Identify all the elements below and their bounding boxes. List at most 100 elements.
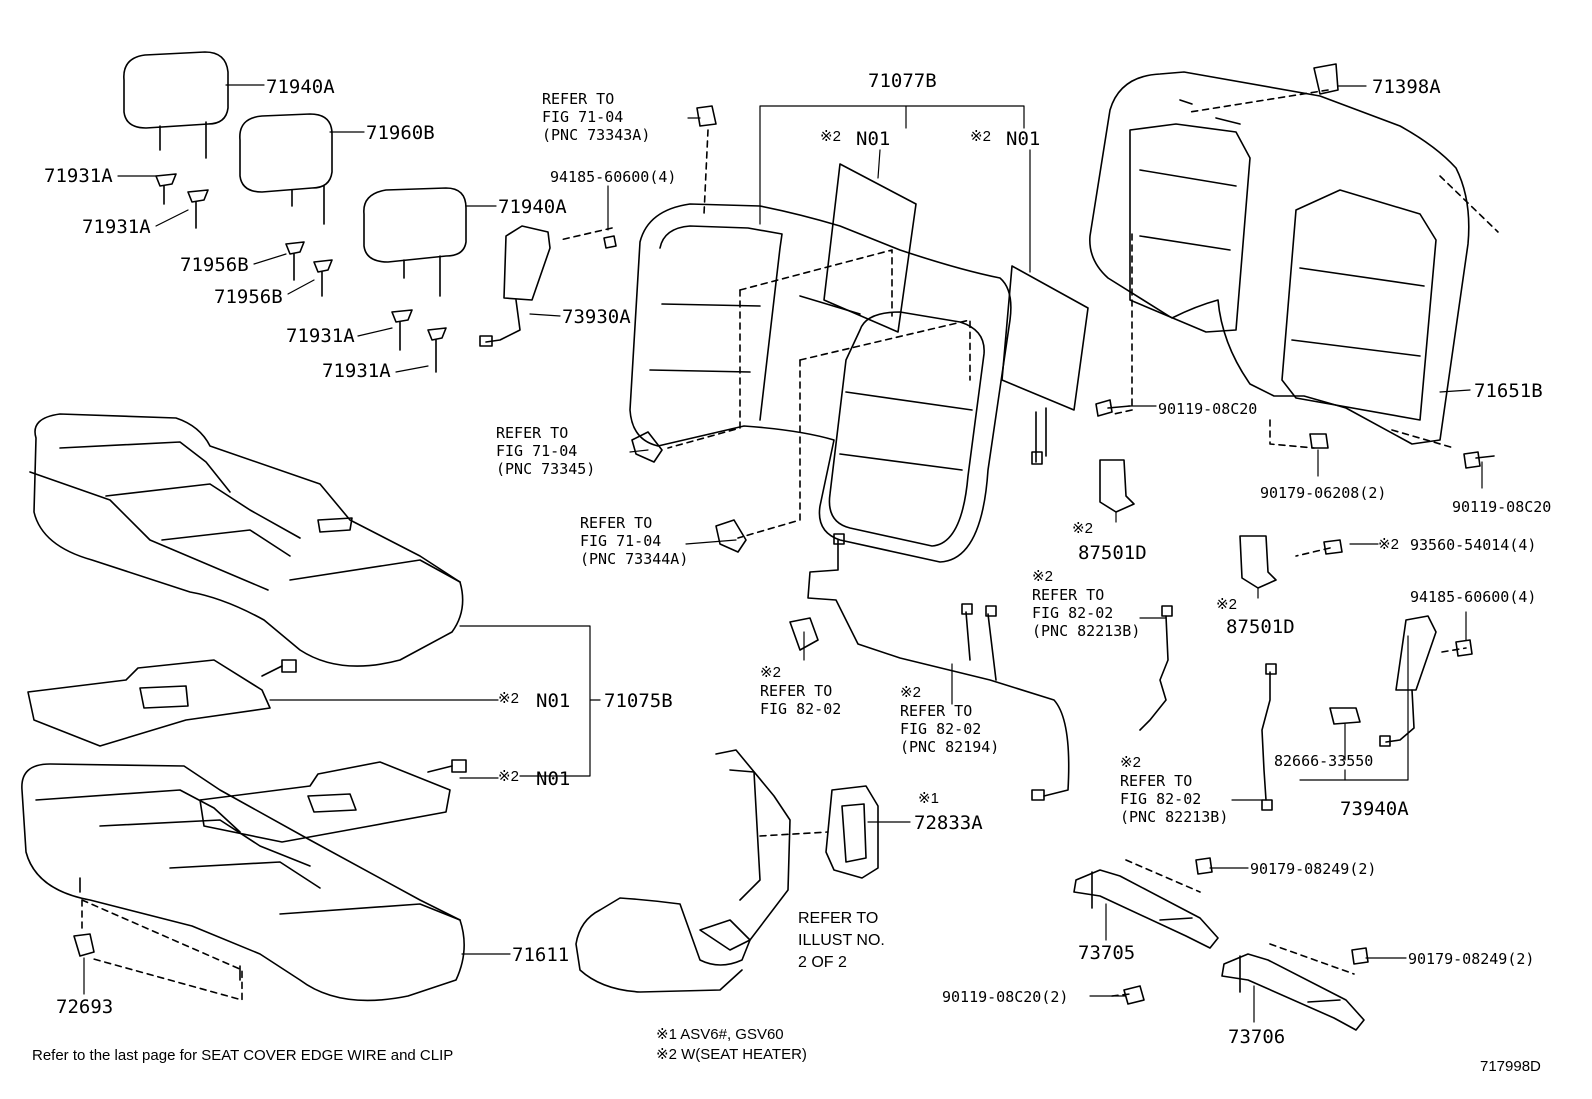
refer-to-fig-71-04-b: REFER TO FIG 71-04 (PNC 73345) (496, 424, 595, 478)
part-73706-label: 73706 (1228, 1026, 1286, 1048)
note-mark-2: ※2 (1216, 596, 1237, 613)
dashed-cushion-line (81, 899, 243, 1001)
bolt-nut-icons (1095, 399, 1495, 1005)
part-94185-60600-label: 94185-60600(4) (550, 168, 677, 186)
part-90119-08c20-label: 90119-08C20 (1452, 498, 1552, 516)
part-82666-33550-label: 82666-33550 (1274, 752, 1374, 770)
part-n01-label: N01 (536, 768, 571, 790)
refer-line: (PNC 73344A) (580, 550, 689, 568)
refer-line: (PNC 73345) (496, 460, 596, 478)
part-90179-06208-label: 90179-06208(2) (1260, 484, 1387, 502)
refer-line: REFER TO (496, 424, 569, 442)
side-airbag-73930a-icon (479, 105, 717, 347)
heater-n01-cushion-icons (27, 659, 467, 843)
part-94185-60600-label: 94185-60600(4) (1410, 588, 1537, 606)
heater-n01-back-icons (823, 163, 1089, 465)
part-90179-08249-label: 90179-08249(2) (1250, 860, 1377, 878)
refer-line: REFER TO (760, 682, 833, 700)
part-71940a-label: 71940A (266, 76, 335, 98)
part-71398a-label: 71398A (1372, 76, 1441, 98)
part-73705-label: 73705 (1078, 942, 1136, 964)
note-mark-1: ※1 (918, 790, 939, 807)
part-n01-label: N01 (856, 128, 891, 150)
note-mark-2: ※2 (1032, 568, 1053, 585)
part-71956b-label: 71956B (180, 254, 249, 276)
refer-to-fig-82-02-b: ※2 REFER TO FIG 82-02 (PNC 82194) (900, 684, 999, 756)
refer-line: REFER TO (1120, 772, 1193, 790)
part-71651b-label: 71651B (1474, 380, 1543, 402)
leader-lines (83, 84, 1483, 1023)
part-71960b-label: 71960B (366, 122, 435, 144)
dashed-track-line (1111, 859, 1355, 997)
refer-to-fig-82-02-a: ※2 REFER TO FIG 82-02 (760, 664, 841, 718)
part-71931a-label: 71931A (286, 325, 355, 347)
part-73930a-label: 73930A (562, 306, 631, 328)
refer-to-fig-71-04-c: REFER TO FIG 71-04 (PNC 73344A) (580, 514, 688, 568)
part-73940a-label: 73940A (1340, 798, 1409, 820)
seat-track-73706-icon (1221, 953, 1365, 1031)
part-90179-08249-label: 90179-08249(2) (1408, 950, 1535, 968)
legend-note-1: ※1 ASV6#, GSV60 (656, 1026, 784, 1043)
seat-cushion-71075b-icon (29, 413, 464, 667)
part-87501d-label: 87501D (1078, 542, 1147, 564)
part-72693-label: 72693 (56, 996, 114, 1018)
refer-line: FIG 71-04 (542, 108, 624, 126)
refer-line: (PNC 82213B) (1032, 622, 1141, 640)
part-71075b-label: 71075B (604, 690, 673, 712)
refer-line: REFER TO (580, 514, 653, 532)
refer-to-illust-2-of-2: REFER TO ILLUST NO. 2 OF 2 (798, 908, 885, 974)
refer-line: FIG 71-04 (580, 532, 662, 550)
armrest-cover-72833a-icon (825, 785, 879, 879)
legend-note-2: ※2 W(SEAT HEATER) (656, 1046, 807, 1063)
seat-cushion-frame-71611-icon (21, 763, 465, 1002)
refer-line: ILLUST NO. (798, 932, 885, 949)
refer-line: (PNC 82194) (900, 738, 1000, 756)
refer-to-fig-82-02-d: ※2 REFER TO FIG 82-02 (PNC 82213B) (1120, 754, 1228, 826)
part-90119-08c20-label: 90119-08C20 (1158, 400, 1258, 418)
part-71956b-label: 71956B (214, 286, 283, 308)
seatback-frame-71651b-icon (1089, 63, 1470, 445)
headrest-71940a-mid-icon (363, 187, 467, 297)
footer-note: Refer to the last page for SEAT COVER ED… (32, 1047, 454, 1064)
headrest-support-icons (155, 173, 447, 373)
note-mark-2: ※2 (760, 664, 781, 681)
armrest-icon (575, 749, 791, 993)
part-71931a-label: 71931A (82, 216, 151, 238)
part-93560-54014-label: 93560-54014(4) (1410, 536, 1537, 554)
headrest-71960b-icon (239, 113, 333, 225)
refer-line: FIG 82-02 (1032, 604, 1114, 622)
refer-to-fig-82-02-c: ※2 REFER TO FIG 82-02 (PNC 82213B) (1032, 568, 1140, 640)
refer-line: REFER TO (798, 910, 879, 927)
headrest-71940a-top-icon (123, 51, 229, 159)
refer-line: FIG 82-02 (900, 720, 982, 738)
note-mark-2: ※2 (820, 128, 841, 145)
note-mark-2: ※2 (498, 768, 519, 785)
refer-to-fig-71-04-a: REFER TO FIG 71-04 (PNC 73343A) (542, 90, 650, 144)
note-mark-2: ※2 (1120, 754, 1141, 771)
part-90119-08c20-label: 90119-08C20(2) (942, 988, 1069, 1006)
note-mark-2: ※2 (498, 690, 519, 707)
part-n01-label: N01 (536, 690, 571, 712)
refer-line: 2 OF 2 (798, 954, 847, 971)
part-71931a-label: 71931A (322, 360, 391, 382)
part-71077b-label: 71077B (868, 70, 937, 92)
wire-harness-icons (789, 533, 1277, 811)
heater-controller-87501d-icons (1099, 459, 1277, 589)
side-airbag-73940a-icon (1329, 615, 1437, 747)
part-71931a-label: 71931A (44, 165, 113, 187)
refer-line: (PNC 73343A) (542, 126, 651, 144)
note-mark-2: ※2 (900, 684, 921, 701)
note-mark-2: ※2 (970, 128, 991, 145)
part-n01-label: N01 (1006, 128, 1041, 150)
refer-line: REFER TO (1032, 586, 1105, 604)
part-72833a-label: 72833A (914, 812, 983, 834)
note-mark-2: ※2 (1378, 536, 1399, 553)
refer-line: FIG 82-02 (760, 700, 842, 718)
dashed-armrest-line (759, 831, 829, 837)
seat-track-73705-icon (1073, 869, 1219, 949)
illustration-code: 717998D (1480, 1058, 1541, 1075)
clip-72693-icon (73, 933, 95, 957)
refer-line: REFER TO (900, 702, 973, 720)
